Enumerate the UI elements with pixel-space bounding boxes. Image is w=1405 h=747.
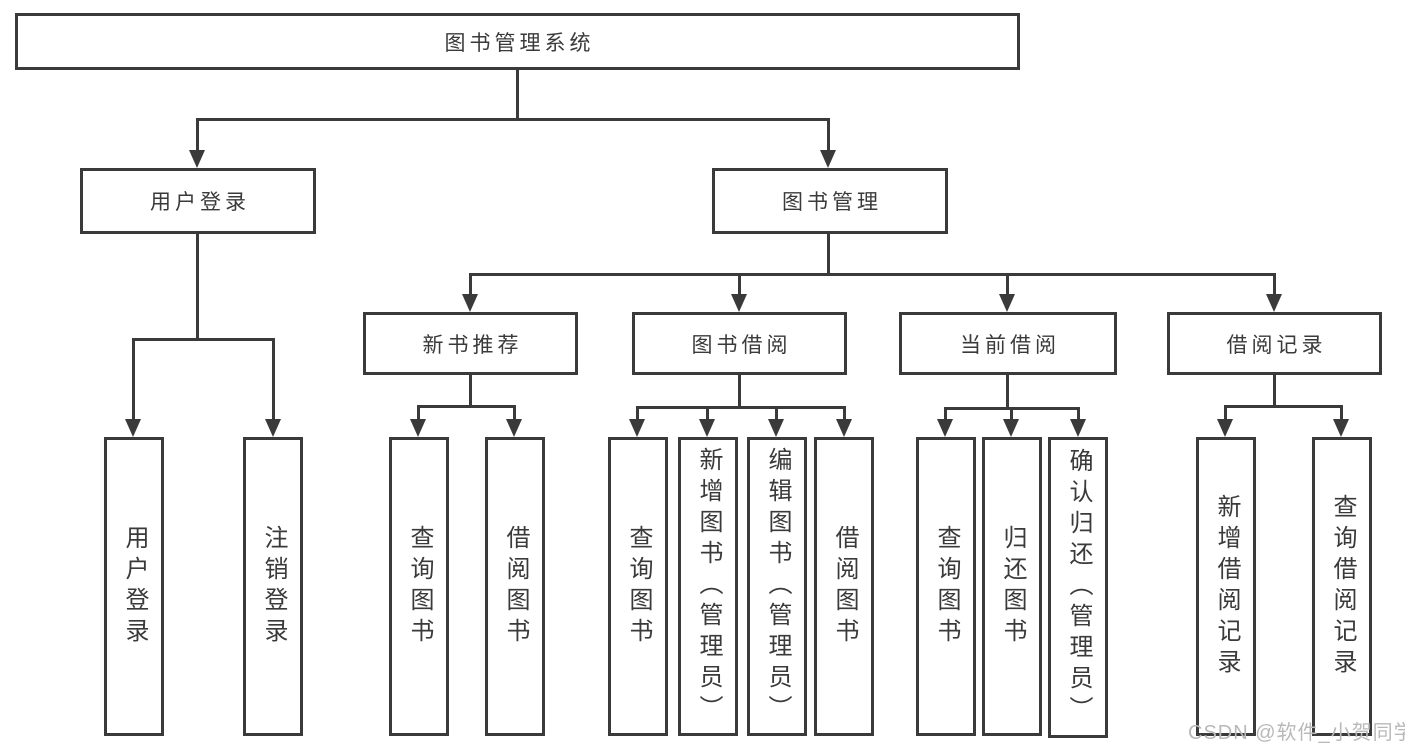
arrowhead-down-icon xyxy=(836,419,852,437)
node-label: 编辑图书（管理员） xyxy=(764,447,791,726)
connector-vline xyxy=(469,375,472,405)
arrowhead-down-icon xyxy=(506,419,522,437)
node-leaf-logout: 注销登录 xyxy=(243,437,303,736)
node-label: 图书借阅 xyxy=(691,333,792,357)
connector-vline xyxy=(1340,405,1343,419)
connector-vline xyxy=(738,375,741,406)
node-label: 新书推荐 xyxy=(422,333,523,357)
connector-vline xyxy=(827,234,830,273)
connector-hline xyxy=(636,406,846,409)
connector-hline xyxy=(132,338,275,341)
csdn-watermark: CSDN @软件_小贺同学 xyxy=(1188,722,1405,744)
node-label: 查询借阅记录 xyxy=(1329,493,1356,680)
node-label: 确认归还（管理员） xyxy=(1065,448,1092,727)
connector-vline xyxy=(469,273,472,294)
node-leaf-borrow-books-recommend: 借阅图书 xyxy=(485,437,545,736)
node-label: 用户登录 xyxy=(150,191,250,214)
node-borrowing-records: 借阅记录 xyxy=(1167,312,1382,375)
node-label: 借阅图书 xyxy=(502,524,529,649)
connector-vline xyxy=(1006,273,1009,294)
node-label: 图书管理系统 xyxy=(444,31,595,55)
connector-hline xyxy=(417,405,516,408)
node-leaf-borrow-books-borrowing: 借阅图书 xyxy=(814,437,874,736)
node-label: 归还图书 xyxy=(999,524,1026,649)
node-label: 当前借阅 xyxy=(960,333,1060,357)
arrowhead-down-icon xyxy=(629,419,645,437)
node-leaf-query-books-borrowing: 查询图书 xyxy=(608,437,668,736)
connector-vline xyxy=(636,406,639,419)
arrowhead-down-icon xyxy=(999,294,1015,312)
node-current-borrowing: 当前借阅 xyxy=(899,312,1117,375)
node-label: 查询图书 xyxy=(933,524,960,649)
connector-vline xyxy=(132,338,135,419)
connector-vline xyxy=(775,406,778,419)
node-label: 新增图书（管理员） xyxy=(695,447,722,726)
connector-vline xyxy=(513,405,516,419)
arrowhead-down-icon xyxy=(820,150,836,168)
node-label: 借阅记录 xyxy=(1226,333,1327,357)
connector-vline xyxy=(1010,407,1013,419)
node-library-management-system: 图书管理系统 xyxy=(15,13,1020,70)
node-leaf-add-borrow-record: 新增借阅记录 xyxy=(1196,437,1256,736)
connector-vline xyxy=(196,118,199,151)
node-new-book-recommendation: 新书推荐 xyxy=(363,312,578,375)
connector-vline xyxy=(1273,375,1276,405)
connector-vline xyxy=(843,406,846,419)
node-leaf-query-books-current: 查询图书 xyxy=(916,437,976,736)
node-leaf-add-books-admin: 新增图书（管理员） xyxy=(678,437,738,736)
node-leaf-query-books-recommend: 查询图书 xyxy=(389,437,449,736)
node-user-login: 用户登录 xyxy=(80,168,316,234)
node-label: 注销登录 xyxy=(260,524,287,649)
arrowhead-down-icon xyxy=(731,294,747,312)
connector-hline xyxy=(469,273,1276,276)
node-label: 用户登录 xyxy=(121,524,148,649)
node-leaf-return-books: 归还图书 xyxy=(982,437,1042,736)
connector-vline xyxy=(1273,273,1276,294)
arrowhead-down-icon xyxy=(1003,419,1019,437)
connector-vline xyxy=(272,338,275,419)
arrowhead-down-icon xyxy=(410,419,426,437)
arrowhead-down-icon xyxy=(1070,419,1086,437)
node-leaf-edit-books-admin: 编辑图书（管理员） xyxy=(747,437,807,736)
node-label: 查询图书 xyxy=(406,524,433,649)
arrowhead-down-icon xyxy=(1266,294,1282,312)
node-leaf-query-borrow-record: 查询借阅记录 xyxy=(1312,437,1372,736)
connector-vline xyxy=(417,405,420,419)
arrowhead-down-icon xyxy=(1217,419,1233,437)
arrowhead-down-icon xyxy=(699,419,715,437)
node-leaf-user-login: 用户登录 xyxy=(104,437,164,736)
arrowhead-down-icon xyxy=(189,150,205,168)
connector-hline xyxy=(196,118,830,121)
connector-vline xyxy=(1224,405,1227,419)
connector-vline xyxy=(738,273,741,294)
connector-hline xyxy=(1224,405,1343,408)
node-label: 查询图书 xyxy=(625,524,652,649)
arrowhead-down-icon xyxy=(462,294,478,312)
connector-vline xyxy=(706,406,709,419)
connector-vline xyxy=(196,234,199,338)
node-label: 图书管理 xyxy=(782,191,882,214)
node-label: 借阅图书 xyxy=(831,524,858,649)
node-label: 新增借阅记录 xyxy=(1213,493,1240,680)
connector-vline xyxy=(516,70,519,118)
node-leaf-confirm-return-admin: 确认归还（管理员） xyxy=(1048,437,1108,738)
node-book-management: 图书管理 xyxy=(712,168,948,234)
node-book-borrowing: 图书借阅 xyxy=(632,312,847,375)
connector-vline xyxy=(1006,375,1009,407)
connector-vline xyxy=(1077,407,1080,419)
arrowhead-down-icon xyxy=(265,419,281,437)
arrowhead-down-icon xyxy=(125,419,141,437)
arrowhead-down-icon xyxy=(937,419,953,437)
connector-vline xyxy=(944,407,947,419)
arrowhead-down-icon xyxy=(1333,419,1349,437)
connector-vline xyxy=(827,118,830,151)
arrowhead-down-icon xyxy=(768,419,784,437)
